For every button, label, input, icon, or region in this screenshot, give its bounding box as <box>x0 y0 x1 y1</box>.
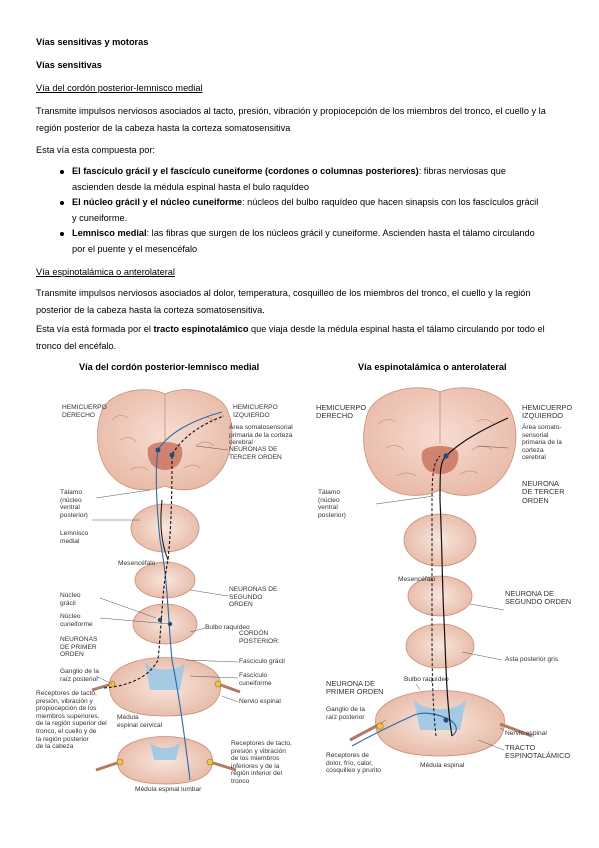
bullet-dot <box>60 232 64 236</box>
para4-end: que viaja desde la médula espinal hasta … <box>36 324 545 351</box>
paragraph-2: Esta vía esta compuesta por: <box>36 145 155 155</box>
fig1-label-mesencefalo: Mesencéfalo <box>118 560 156 567</box>
fig1-label-hemi-derecho: HEMICUERPO DERECHO <box>62 404 107 419</box>
bullet-item-1: El fascículo grácil y el fascículo cunei… <box>72 163 542 195</box>
fig2-label-mesencefalo: Mesencéfalo <box>398 576 436 583</box>
bullet-bold: El núcleo grácil y el núcleo cuneiforme <box>72 197 243 207</box>
fig1-label-fasciculo-cuneiforme: Fascículo cuneiforme <box>239 672 272 687</box>
paragraph-4: Esta vía está formada por el tracto espi… <box>36 321 556 354</box>
fig2-label-receptores: Receptores de dolor, frío, calor, cosqui… <box>326 752 381 775</box>
page-title: Vías sensitivas y motoras <box>36 37 149 47</box>
fig2-label-hemi-izquierdo: HEMICUERPO IZQUIERDO <box>522 403 573 421</box>
fig2-label-tracto-espinotalamico: TRACTO ESPINOTALÁMICO <box>505 743 571 761</box>
fig1-label-tercer-orden: NEURONAS DE TERCER ORDEN <box>229 446 282 461</box>
figure-1-caption: Vía del cordón posterior-lemnisco medial <box>79 362 260 372</box>
bullet-item-3: Lemnisco medial: las fibras que surgen d… <box>72 225 542 257</box>
fig2-label-nervio-espinal: Nervio espinal <box>505 730 547 737</box>
fig2-label-segundo-orden: NEURONA DE SEGUNDO ORDEN <box>505 589 572 607</box>
fig2-label-talamo: Tálamo (núcleo ventral posterior) <box>318 489 346 519</box>
fig2-label-ganglio: Ganglio de la raíz posterior <box>326 706 365 721</box>
para4-bold: tracto espinotalámico <box>153 324 249 334</box>
bullet-bold: Lemnisco medial <box>72 228 147 238</box>
bullet-bold: El fascículo grácil y el fascículo cunei… <box>72 166 419 176</box>
heading-espinotalamica: Vía espinotalámica o anterolateral <box>36 267 175 277</box>
paragraph-1: Transmite impulsos nerviosos asociados a… <box>36 106 546 133</box>
fig2-label-tercer-orden: NEURONA DE TERCER ORDEN <box>522 479 565 505</box>
fig1-label-receptores-superiores: Receptores de tacto, presión, vibración … <box>36 690 107 751</box>
fig1-label-talamo: Tálamo (núcleo ventral posterior) <box>60 489 88 519</box>
fig1-label-nervio-espinal: Nervio espinal <box>239 698 281 705</box>
fig1-label-ganglio: Ganglio de la raíz posterior <box>60 668 99 683</box>
para4-start: Esta vía está formada por el <box>36 324 154 334</box>
fig2-label-area: Área somato- sensorial primaria de la co… <box>522 424 562 462</box>
figure-2-caption: Vía espinotalámica o anterolateral <box>358 362 507 372</box>
fig1-label-cordon-posterior: CORDÓN POSTERIOR: <box>239 630 280 645</box>
fig2-label-bulbo: Bulbo raquídeo <box>404 676 449 683</box>
bullet-text: : las fibras que surgen de los núcleos g… <box>72 228 535 254</box>
fig1-label-primer-orden: NEURONAS DE PRIMER ORDEN <box>60 636 98 659</box>
bullet-item-2: El núcleo grácil y el núcleo cuneiforme:… <box>72 194 542 226</box>
fig1-label-area: Área somatosensorial primaria de la cort… <box>229 424 293 447</box>
fig1-label-bulbo: Bulbo raquídeo <box>205 624 250 631</box>
fig2-label-medula-espinal: Médula espinal <box>420 762 465 769</box>
fig1-label-nucleo-gracil: Núcleo grácil <box>60 592 81 607</box>
fig2-label-asta-posterior: Asta posterior gris <box>505 656 559 663</box>
bullet-dot <box>60 201 64 205</box>
heading-cordon-posterior: Vía del cordón posterior-lemnisco medial <box>36 83 203 93</box>
fig1-label-receptores-inferiores: Receptores de tacto, presión y vibración… <box>231 740 292 785</box>
fig1-label-lemnisco: Lemnisco medial <box>60 530 89 545</box>
fig1-label-medula-cervical: Médula espinal cervical <box>117 714 163 729</box>
bullet-text: : fibras nerviosas que ascienden desde l… <box>72 166 507 192</box>
fig2-label-hemi-derecho: HEMICUERPO DERECHO <box>316 403 367 421</box>
fig1-label-hemi-izquierdo: HEMICUERPO IZQUIERDO <box>233 404 278 419</box>
fig1-label-segundo-orden: NEURONAS DE SEGUNDO ORDEN <box>229 586 278 609</box>
section-title: Vías sensitivas <box>36 60 102 70</box>
fig1-label-fasciculo-gracil: Fascículo grácil <box>239 658 285 665</box>
bullet-dot <box>60 170 64 174</box>
fig2-label-primer-orden: NEURONA DE PRIMER ORDEN <box>326 679 384 697</box>
fig1-label-nucleo-cuneiforme: Núcleo cuneiforme <box>60 613 93 628</box>
paragraph-3: Transmite impulsos nerviosos asociados a… <box>36 288 531 315</box>
bullet-text: : núcleos del bulbo raquídeo que hacen s… <box>72 197 539 223</box>
fig1-label-medula-lumbar: Médula espinal lumbar <box>135 786 202 793</box>
